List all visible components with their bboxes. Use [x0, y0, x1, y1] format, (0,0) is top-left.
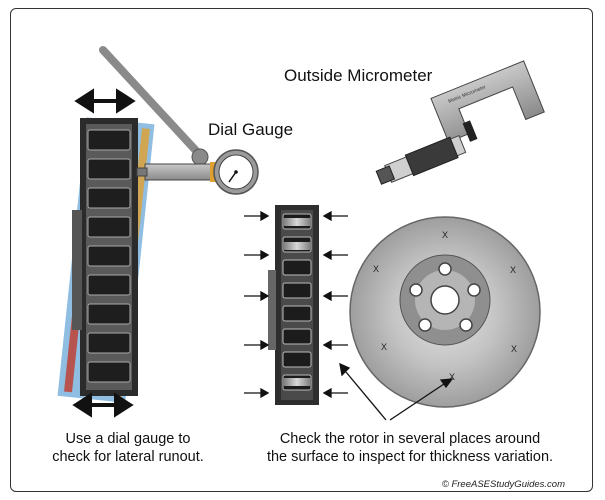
rotor-vane	[87, 187, 131, 209]
rotor-vane	[87, 361, 131, 383]
rotor-vane	[282, 351, 312, 368]
arrow-head	[322, 249, 332, 261]
rotor-highlight	[283, 242, 311, 250]
arrow-head	[322, 210, 332, 222]
arrow-head	[260, 387, 270, 399]
rotor-vane	[282, 282, 312, 299]
rotor-mark-x: X	[381, 342, 387, 352]
rotor-vane	[87, 332, 131, 354]
arrow-head	[260, 290, 270, 302]
rotor-mark-x: X	[511, 344, 517, 354]
caption-line: Check the rotor in several places around	[279, 431, 541, 447]
caption-line: the surface to inspect for thickness var…	[266, 449, 554, 465]
caption-lateral-runout: Use a dial gauge to check for lateral ru…	[28, 430, 228, 466]
rotor-vane	[87, 303, 131, 325]
arrow-head	[260, 210, 270, 222]
arrow-head	[322, 387, 332, 399]
rotor-vane	[87, 158, 131, 180]
dial-gauge-label: Dial Gauge	[208, 120, 294, 139]
rotor-highlight	[283, 218, 311, 226]
rotor-mark-x: X	[373, 264, 379, 274]
arrow-head	[322, 339, 332, 351]
outside-micrometer-label: Outside Micrometer	[284, 66, 433, 85]
rotor-cross-section-middle	[268, 205, 319, 405]
dial-gauge-icon	[99, 46, 259, 195]
rotor-vane	[87, 274, 131, 296]
copyright-credit: © FreeASEStudyGuides.com	[441, 479, 565, 490]
rotor-mark-x: X	[510, 265, 516, 275]
caption-thickness-variation: Check the rotor in several places around…	[250, 430, 570, 466]
arrow-head	[260, 339, 270, 351]
arrow-head	[322, 290, 332, 302]
rotor-vane	[87, 216, 131, 238]
double-arrow-bottom	[72, 392, 134, 418]
outside-micrometer-icon: Metric Micrometer	[375, 60, 545, 185]
rotor-vane	[282, 259, 312, 276]
caption-line: check for lateral runout.	[52, 449, 204, 465]
rotor-vane	[87, 245, 131, 267]
rotor-cross-section-left	[72, 118, 138, 396]
diagram-frame	[10, 8, 593, 492]
caption-line: Use a dial gauge to	[65, 431, 191, 447]
rotor-mark-x: X	[442, 230, 448, 240]
double-arrow-top	[74, 88, 136, 114]
rotor-highlight	[283, 378, 311, 386]
rotor-mark-x: X	[449, 372, 455, 382]
rotor-vane	[282, 328, 312, 345]
arrow-head	[260, 249, 270, 261]
measurement-arrows	[244, 210, 348, 399]
rotor-vane	[87, 129, 131, 151]
rotor-vane	[282, 305, 312, 322]
brake-rotor-face: X X X X X X	[349, 216, 541, 408]
caption-pointers	[339, 362, 454, 421]
